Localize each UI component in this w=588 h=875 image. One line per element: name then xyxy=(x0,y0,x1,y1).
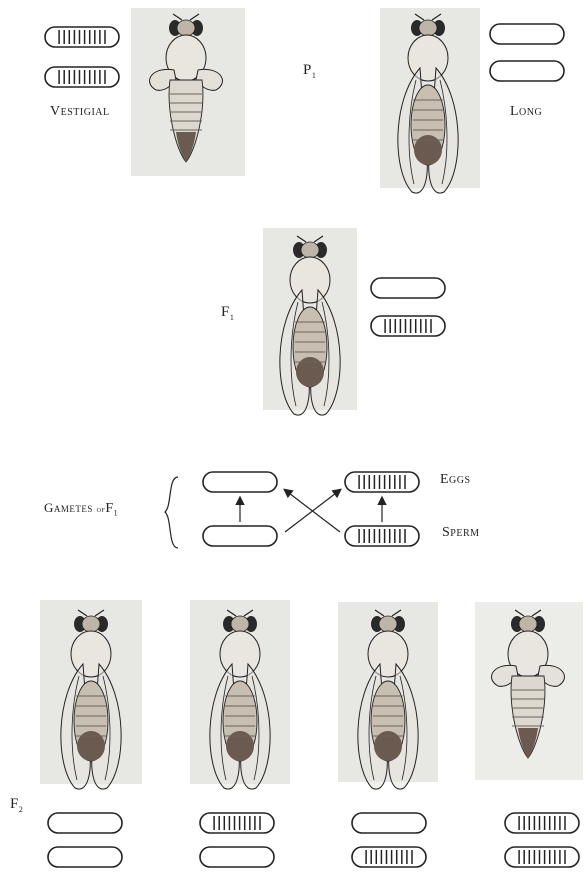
f2-4-bottom-vestigial-chromosome xyxy=(505,847,579,867)
f2-3-fly xyxy=(358,610,418,789)
f2-1-fly xyxy=(61,610,121,789)
parent-vestigial-bottom-vestigial-chromosome xyxy=(45,67,119,87)
parent-vestigial-top-vestigial-chromosome xyxy=(45,27,119,47)
gametes-brace xyxy=(165,477,178,548)
gamete-egg-right-vestigial-chromosome xyxy=(345,472,419,492)
f1-fly xyxy=(280,236,340,415)
f2-4-top-vestigial-chromosome xyxy=(505,813,579,833)
parent-long-top-long-chromosome xyxy=(490,24,564,44)
f1-top-long-chromosome xyxy=(371,278,445,298)
f2-2-top-vestigial-chromosome xyxy=(200,813,274,833)
f1-bottom-vestigial-chromosome xyxy=(371,316,445,336)
gamete-sperm-right-vestigial-chromosome xyxy=(345,526,419,546)
f2-3-top-long-chromosome xyxy=(352,813,426,833)
parent-vestigial-fly xyxy=(150,14,223,162)
parent-long-fly xyxy=(398,14,458,193)
f2-3-bottom-vestigial-chromosome xyxy=(352,847,426,867)
gamete-sperm-left-long-chromosome xyxy=(203,526,277,546)
parent-long-bottom-long-chromosome xyxy=(490,61,564,81)
f2-1-bottom-long-chromosome xyxy=(48,847,122,867)
f2-2-bottom-long-chromosome xyxy=(200,847,274,867)
f2-2-fly xyxy=(210,610,270,789)
f2-1-top-long-chromosome xyxy=(48,813,122,833)
f2-4-fly xyxy=(492,610,565,758)
gamete-egg-left-long-chromosome xyxy=(203,472,277,492)
